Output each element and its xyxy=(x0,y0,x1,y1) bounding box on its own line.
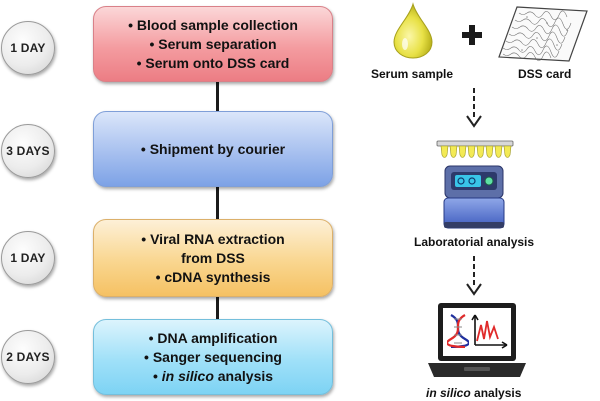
droplet-icon xyxy=(393,2,433,59)
step-4-line-3-bullet: • xyxy=(152,367,162,384)
lab-analysis-label: Laboratorial analysis xyxy=(414,235,535,249)
step-1-line-3: • Serum onto DSS card xyxy=(136,54,290,71)
timeline-connector-3 xyxy=(216,295,219,319)
serum-sample-label: Serum sample xyxy=(371,67,454,81)
step-4-line-3-italic: in silico xyxy=(161,367,214,384)
dss-card-label: DSS card xyxy=(518,67,572,81)
in-silico-italic: in silico xyxy=(426,386,471,400)
step-4-line-3-rest: analysis xyxy=(213,367,274,384)
step-3-line-2: from DSS xyxy=(181,249,245,266)
day-badge-2: 3 DAYS xyxy=(1,124,55,178)
step-1-line-2: • Serum separation xyxy=(149,35,277,52)
step-1-line-1: • Blood sample collection xyxy=(128,16,298,33)
plus-icon xyxy=(462,25,482,45)
day-badge-4: 2 DAYS xyxy=(1,330,55,384)
step-rna-extraction: • Viral RNA extraction from DSS • cDNA s… xyxy=(93,219,333,297)
step-shipment: • Shipment by courier xyxy=(93,111,333,187)
step-3-line-1: • Viral RNA extraction xyxy=(141,230,285,247)
step-4-line-2: • Sanger sequencing xyxy=(144,348,282,365)
timeline-connector-2 xyxy=(216,185,219,219)
day-badge-1: 1 DAY xyxy=(1,21,55,75)
dna-helix-icon xyxy=(447,314,469,348)
pcr-strip-icon xyxy=(436,140,514,158)
in-silico-rest: analysis xyxy=(470,386,522,400)
chromatogram-icon xyxy=(471,314,508,349)
step-2-line-1: • Shipment by courier xyxy=(140,140,286,157)
dashed-arrow-1 xyxy=(466,88,482,128)
step-sample-collection: • Blood sample collection • Serum separa… xyxy=(93,6,333,82)
timeline-connector-1 xyxy=(216,80,219,111)
dss-card-icon xyxy=(498,6,588,62)
in-silico-analysis-label: in silico analysis xyxy=(426,386,521,400)
dashed-arrow-2 xyxy=(466,256,482,296)
step-4-line-3: • in silico analysis xyxy=(153,367,273,386)
step-sequencing: • DNA amplification • Sanger sequencing … xyxy=(93,319,333,395)
day-badge-3: 1 DAY xyxy=(1,231,55,285)
thermocycler-icon xyxy=(443,165,505,229)
step-3-line-3: • cDNA synthesis xyxy=(155,268,271,285)
step-4-line-1: • DNA amplification xyxy=(148,329,278,346)
